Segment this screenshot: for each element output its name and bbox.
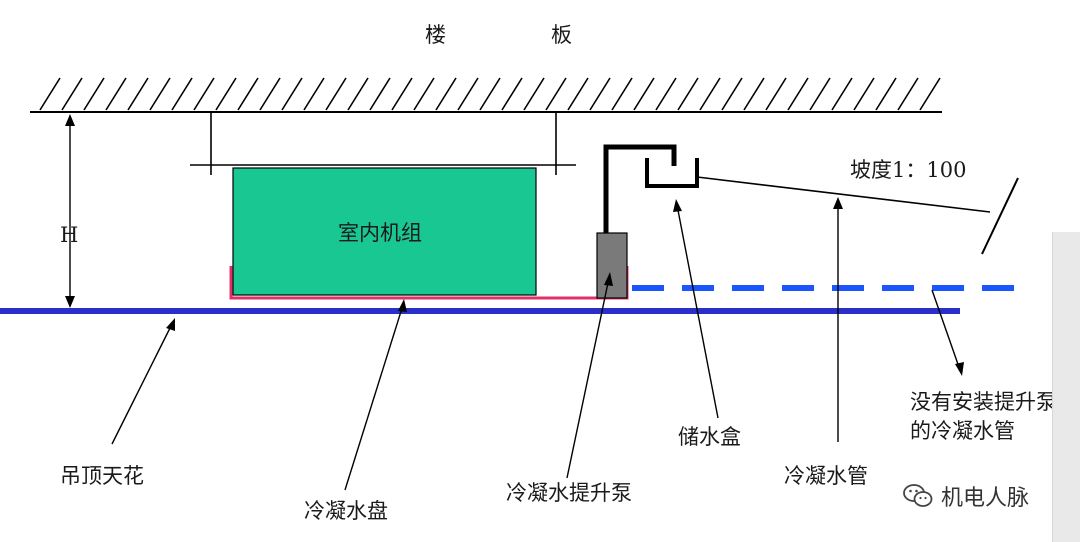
height-arrow-bottom	[65, 296, 75, 308]
height-arrow-top	[65, 114, 75, 126]
hatch-mark	[897, 77, 919, 111]
hatch-mark	[765, 77, 787, 111]
height-label: H	[60, 223, 79, 247]
hatch-mark	[259, 77, 281, 111]
drain-pan-label: 冷凝水盘	[304, 499, 388, 523]
no-pump-label-line1: 没有安装提升泵	[910, 390, 1057, 414]
side-scroll-strip[interactable]	[1052, 232, 1080, 542]
leader-lift-pump-arrowhead	[604, 272, 613, 286]
floor-hatching	[39, 77, 941, 111]
ceiling-label: 吊顶天花	[60, 464, 144, 488]
lift-pump-label: 冷凝水提升泵	[506, 481, 632, 505]
hatch-mark	[479, 77, 501, 111]
hatch-mark	[149, 77, 171, 111]
hatch-mark	[215, 77, 237, 111]
leader-lift-pump	[566, 277, 610, 479]
watermark-text: 机电人脉	[941, 486, 1030, 511]
hatch-mark	[809, 77, 831, 111]
leader-no-pump-pipe-arrowhead	[955, 362, 964, 376]
hatch-mark	[699, 77, 721, 111]
hatch-mark	[589, 77, 611, 111]
hatch-mark	[237, 77, 259, 111]
hatch-mark	[831, 77, 853, 111]
hatch-mark	[39, 77, 61, 111]
floor-label-left: 楼	[425, 23, 446, 47]
pump-riser-pipe	[603, 144, 677, 233]
hatch-mark	[677, 77, 699, 111]
storage-box-label: 储水盒	[678, 425, 741, 449]
hatch-mark	[435, 77, 457, 111]
hatch-mark	[853, 77, 875, 111]
hatch-mark	[875, 77, 897, 111]
leader-drain-pan-arrowhead	[398, 299, 407, 312]
hatch-mark	[171, 77, 193, 111]
hatch-mark	[281, 77, 303, 111]
hatch-mark	[391, 77, 413, 111]
slope-line	[696, 176, 991, 213]
hatch-mark	[325, 77, 347, 111]
hatch-mark	[545, 77, 567, 111]
storage-box-outline	[645, 158, 699, 188]
hatch-mark	[743, 77, 765, 111]
hatch-mark	[633, 77, 655, 111]
hatch-mark	[523, 77, 545, 111]
hatch-mark	[501, 77, 523, 111]
wechat-icon	[903, 484, 933, 507]
leader-no-pump-pipe	[931, 289, 961, 371]
condensate-pipe-label: 冷凝水管	[784, 464, 868, 488]
hatch-mark	[193, 77, 215, 111]
hatch-mark	[83, 77, 105, 111]
hatch-mark	[303, 77, 325, 111]
hatch-mark	[567, 77, 589, 111]
watermark: 机电人脉	[903, 480, 1029, 512]
hatch-mark	[369, 77, 391, 111]
slope-end-tick	[981, 177, 1019, 255]
hatch-mark	[919, 77, 941, 111]
hatch-mark	[721, 77, 743, 111]
leader-ceiling-arrowhead	[166, 318, 175, 331]
hatch-mark	[655, 77, 677, 111]
hatch-mark	[413, 77, 435, 111]
lift-pump-body	[596, 232, 628, 299]
no-pump-label-line2: 的冷凝水管	[910, 419, 1015, 443]
leader-storage-box	[676, 204, 719, 419]
hatch-mark	[787, 77, 809, 111]
slope-label: 坡度1：100	[850, 158, 967, 182]
leader-storage-box-arrowhead	[673, 199, 682, 212]
hatch-mark	[61, 77, 83, 111]
hatch-mark	[105, 77, 127, 111]
indoor-unit-label: 室内机组	[338, 221, 422, 245]
hatch-mark	[127, 77, 149, 111]
indoor-unit-box	[232, 167, 537, 296]
hatch-mark	[457, 77, 479, 111]
floor-label-right: 板	[551, 23, 572, 47]
leader-condensate-pipe-arrowhead	[833, 197, 843, 209]
leader-ceiling	[111, 321, 174, 445]
leader-drain-pan	[344, 304, 404, 491]
hatch-mark	[611, 77, 633, 111]
hatch-mark	[347, 77, 369, 111]
